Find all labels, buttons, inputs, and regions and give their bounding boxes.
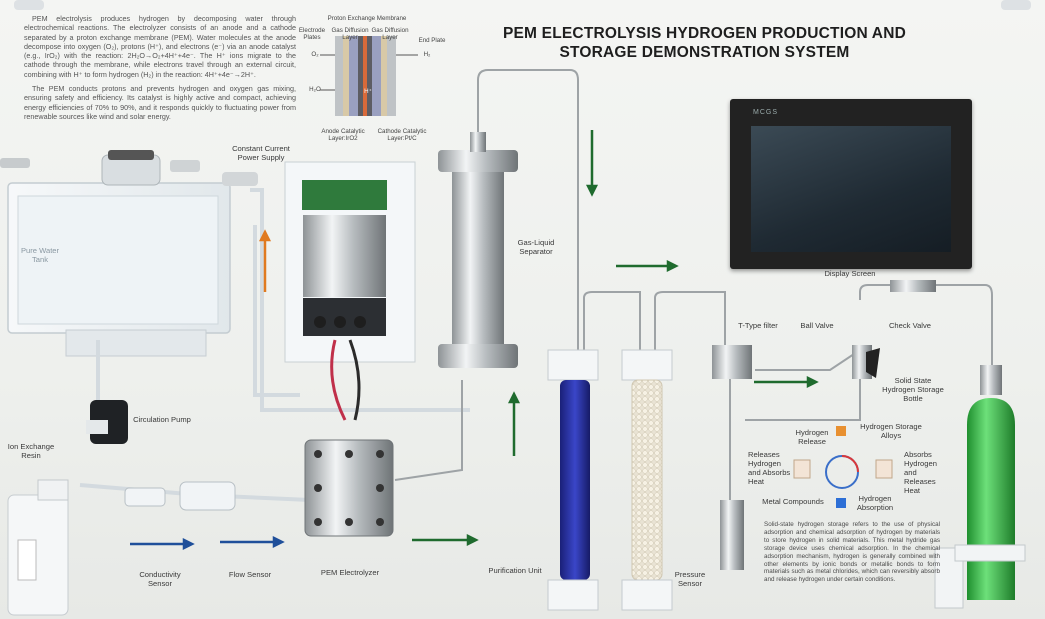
diagram-h-plus: H⁺	[364, 88, 372, 95]
purification-columns-art	[547, 349, 673, 611]
hydrogen-cycle-diagram	[793, 426, 893, 508]
diagram-gdl-left: Gas Diffusion Layer	[331, 27, 369, 41]
screen-brand: MCGS	[753, 109, 778, 116]
check-valve-label: Check Valve	[888, 321, 932, 330]
storage-alloys-label: Hydrogen Storage Alloys	[860, 422, 922, 440]
diagram-anode-label: Anode Catalytic Layer:IrO2	[321, 128, 365, 142]
intro-paragraph-1: PEM electrolysis produces hydrogen by de…	[24, 14, 296, 79]
tank-label: Pure Water Tank	[20, 246, 60, 264]
top-clip-right	[1001, 0, 1031, 10]
hydrogen-release-label: Hydrogen Release	[795, 428, 829, 446]
diagram-h2o: H₂O	[309, 86, 321, 93]
absorbs-heat-label: Absorbs Hydrogen and Releases Heat	[904, 450, 937, 495]
ball-valve-label: Ball Valve	[800, 321, 834, 330]
diagram-o2: O₂	[311, 51, 319, 58]
intro-paragraph-2: The PEM conducts protons and prevents hy…	[24, 84, 296, 121]
hydrogen-absorption-label: Hydrogen Absorption	[856, 494, 894, 512]
ion-exchange-resin-art	[7, 479, 69, 616]
storage-info-text: Solid-state hydrogen storage refers to t…	[764, 521, 940, 584]
circulation-pump-label: Circulation Pump	[133, 415, 191, 424]
display-label: Display Screen	[824, 269, 876, 278]
storage-bottle-label: Solid State Hydrogen Storage Bottle	[882, 376, 944, 403]
purification-label: Purification Unit	[488, 566, 542, 575]
gas-liquid-separator-art	[438, 132, 518, 368]
flow-sensor-label: Flow Sensor	[228, 570, 272, 579]
flow-arrows	[130, 130, 819, 551]
sensor-fittings-art	[124, 481, 236, 511]
releases-heat-label: Releases Hydrogen and Absorbs Heat	[748, 450, 791, 486]
pure-water-tank-art	[0, 150, 258, 357]
pressure-label: Pressure Sensor	[674, 570, 706, 588]
diagram-cathode-label: Cathode Catalytic Layer:Pt/C	[377, 128, 427, 142]
pem-electrolyzer-art	[304, 439, 394, 537]
top-clip-left	[14, 0, 44, 10]
pem-diagram	[320, 36, 418, 116]
metal-compounds-label: Metal Compounds	[762, 497, 824, 506]
diagram-title: Proton Exchange Membrane	[327, 15, 407, 22]
circulation-pump-art	[86, 400, 128, 444]
page-title-line-1: PEM ELECTROLYSIS HYDROGEN PRODUCTION AND	[502, 25, 906, 42]
screen-glass[interactable]	[751, 126, 951, 252]
valves-art	[712, 280, 936, 570]
intro-text: PEM electrolysis produces hydrogen by de…	[24, 14, 296, 126]
separator-label: Gas-Liquid Separator	[517, 238, 555, 256]
page-title-line-2: STORAGE DEMONSTRATION SYSTEM	[559, 44, 850, 61]
conductivity-label: Conductivity Sensor	[139, 570, 181, 588]
power-supply-art	[284, 161, 416, 421]
power-supply-label: Constant Current Power Supply	[232, 144, 290, 162]
page-title: PEM ELECTROLYSIS HYDROGEN PRODUCTION AND…	[482, 24, 927, 62]
electrolyzer-label: PEM Electrolyzer	[320, 568, 380, 577]
diagram-end-plate: End Plate	[418, 37, 446, 44]
t-filter-label: T-Type filter	[738, 321, 778, 330]
diagram-electrode-plates: Electrode Plates	[298, 27, 326, 41]
ion-exchange-label: Ion Exchange Resin	[7, 442, 55, 460]
diagram-h2: H₂	[423, 51, 431, 58]
display-screen[interactable]: MCGS	[730, 99, 972, 269]
hydrogen-cylinder-art	[934, 365, 1026, 609]
diagram-gdl-right: Gas Diffusion Layer	[371, 27, 409, 41]
